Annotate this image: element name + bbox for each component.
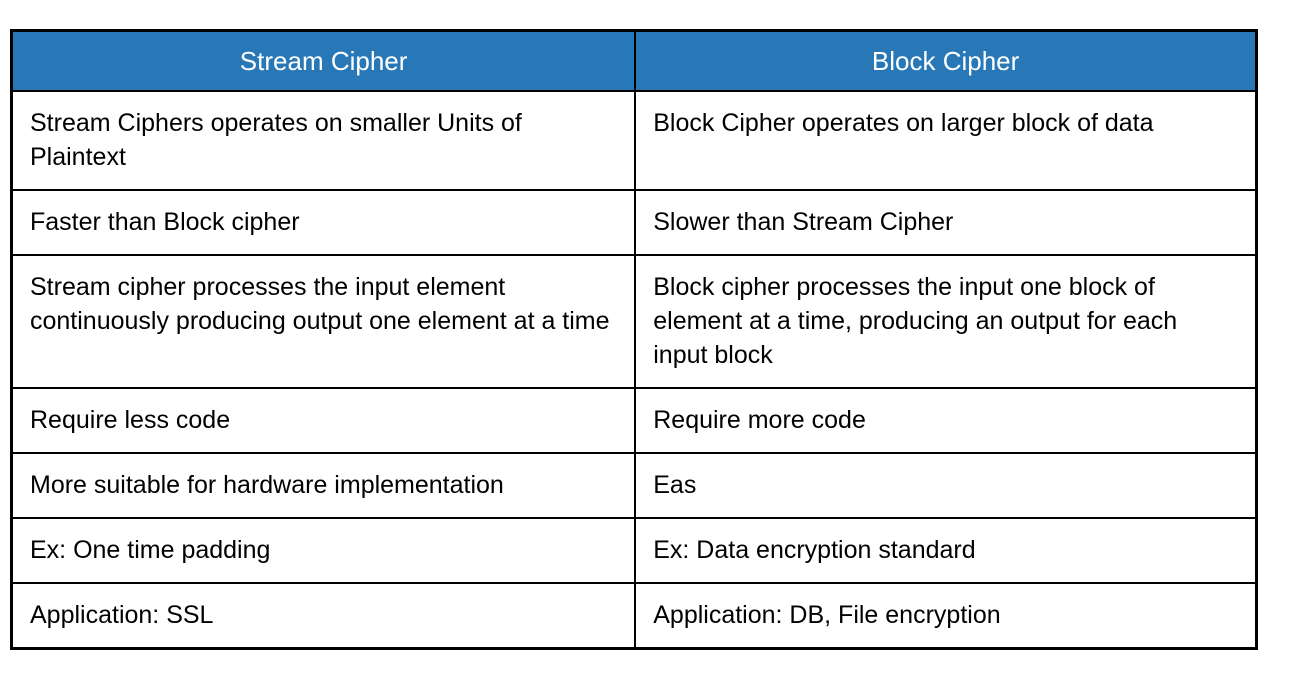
table-cell-stream: More suitable for hardware implementatio… bbox=[10, 452, 637, 519]
table-cell-block: Block cipher processes the input one blo… bbox=[634, 254, 1258, 389]
table-cell-block: Ex: Data encryption standard bbox=[634, 517, 1258, 584]
table-row: Require less code Require more code bbox=[10, 387, 1258, 454]
table-cell-block: Slower than Stream Cipher bbox=[634, 189, 1258, 256]
table-cell-block: Application: DB, File encryption bbox=[634, 582, 1258, 650]
table-cell-stream: Ex: One time padding bbox=[10, 517, 637, 584]
table-cell-block: Block Cipher operates on larger block of… bbox=[634, 90, 1258, 191]
table-row: More suitable for hardware implementatio… bbox=[10, 452, 1258, 519]
table-row: Application: SSL Application: DB, File e… bbox=[10, 582, 1258, 650]
table-row: Stream Ciphers operates on smaller Units… bbox=[10, 90, 1258, 191]
header-cell-block-cipher: Block Cipher bbox=[634, 29, 1258, 92]
table-cell-stream: Stream cipher processes the input elemen… bbox=[10, 254, 637, 389]
cipher-comparison-container: Stream Cipher Block Cipher Stream Cipher… bbox=[10, 29, 1258, 650]
table-row: Ex: One time padding Ex: Data encryption… bbox=[10, 517, 1258, 584]
table-row: Faster than Block cipher Slower than Str… bbox=[10, 189, 1258, 256]
header-cell-stream-cipher: Stream Cipher bbox=[10, 29, 637, 92]
cipher-comparison-table: Stream Cipher Block Cipher Stream Cipher… bbox=[10, 29, 1258, 650]
header-row: Stream Cipher Block Cipher bbox=[10, 29, 1258, 92]
table-cell-stream: Application: SSL bbox=[10, 582, 637, 650]
table-cell-stream: Faster than Block cipher bbox=[10, 189, 637, 256]
table-cell-stream: Require less code bbox=[10, 387, 637, 454]
table-cell-stream: Stream Ciphers operates on smaller Units… bbox=[10, 90, 637, 191]
table-body: Stream Ciphers operates on smaller Units… bbox=[10, 90, 1258, 650]
table-cell-block: Require more code bbox=[634, 387, 1258, 454]
table-header: Stream Cipher Block Cipher bbox=[10, 29, 1258, 92]
table-row: Stream cipher processes the input elemen… bbox=[10, 254, 1258, 389]
table-cell-block: Eas bbox=[634, 452, 1258, 519]
